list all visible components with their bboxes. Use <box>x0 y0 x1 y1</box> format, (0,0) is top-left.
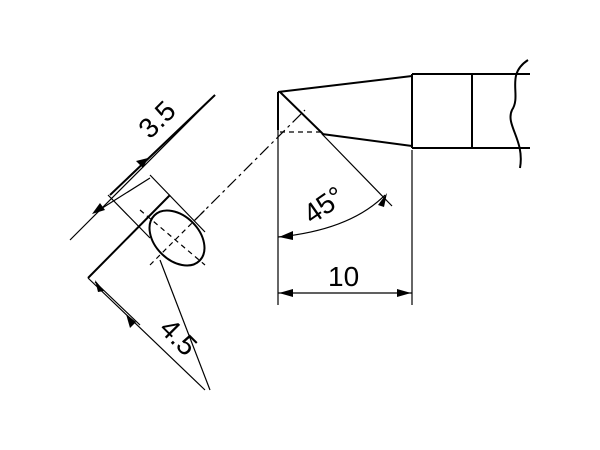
projection-line <box>194 109 306 221</box>
dim-10-arrow-left <box>279 289 293 297</box>
angle-arrow-bottom <box>279 231 293 240</box>
tip-bottom-edge <box>321 133 413 147</box>
section-edge-bottom <box>87 194 171 279</box>
body-break-line <box>509 59 529 169</box>
tip-top-edge <box>277 75 413 93</box>
cross-section-view: 3.5 4.5 <box>69 94 306 391</box>
section-side-lower-left <box>94 281 141 326</box>
dim-3-5-label: 3.5 <box>132 95 181 144</box>
dim-10-arrow-right <box>397 289 411 297</box>
tip-bevel <box>279 91 324 135</box>
dim-3-5-ext-a <box>95 177 151 213</box>
dim-3-5-arrow-b <box>136 158 148 168</box>
angle-arrow-top <box>378 193 387 207</box>
dim-4-5-arrow-b <box>126 314 136 328</box>
angle-ext-line <box>321 133 393 207</box>
dim-4-5-line <box>87 277 206 391</box>
section-side-lower-right <box>159 259 211 391</box>
tip-face-ellipse <box>148 209 206 267</box>
side-view: 10 45° <box>277 59 530 305</box>
dim-10-label: 10 <box>328 261 359 292</box>
dim-4-5-arrow-a <box>95 280 104 292</box>
dim-3-5-arrow-a <box>92 203 105 214</box>
section-side-left <box>107 194 151 239</box>
section-side-right <box>149 174 206 233</box>
